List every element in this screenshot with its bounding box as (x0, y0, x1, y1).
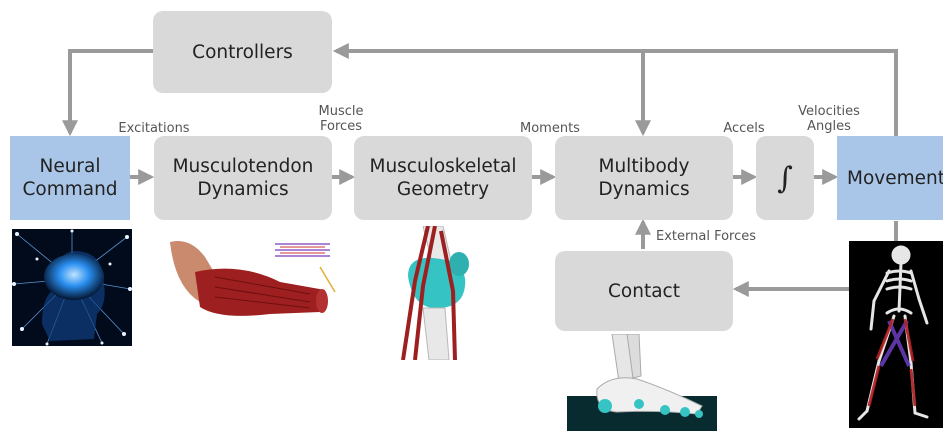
neural-command-block: Neural Command (10, 136, 130, 220)
arrow-controllers-to-neural (62, 49, 153, 137)
knee-joint-image (393, 226, 475, 360)
musculotendon-dynamics-block: Musculotendon Dynamics (154, 136, 332, 220)
musculoskeletal-geometry-block: Musculoskeletal Geometry (354, 136, 532, 220)
contact-block: Contact (555, 251, 733, 331)
movement-block: Movement (837, 136, 943, 220)
foot-skeleton-image (567, 334, 717, 431)
brain-image (12, 229, 132, 346)
external-forces-label: External Forces (656, 229, 757, 244)
muscle-fiber-image (160, 232, 338, 332)
arrow-movement-to-controllers (332, 43, 898, 136)
muscle-forces-label: Muscle Forces (318, 104, 364, 134)
integrator-block: ∫ (756, 136, 814, 220)
multibody-dynamics-block: Multibody Dynamics (555, 136, 733, 220)
velocities-angles-label: Velocities Angles (798, 104, 860, 134)
moments-label: Moments (520, 121, 580, 136)
controllers-block: Controllers (153, 11, 332, 93)
accels-label: Accels (723, 121, 765, 136)
walking-skeleton-image (849, 241, 943, 428)
excitations-label: Excitations (118, 121, 190, 136)
